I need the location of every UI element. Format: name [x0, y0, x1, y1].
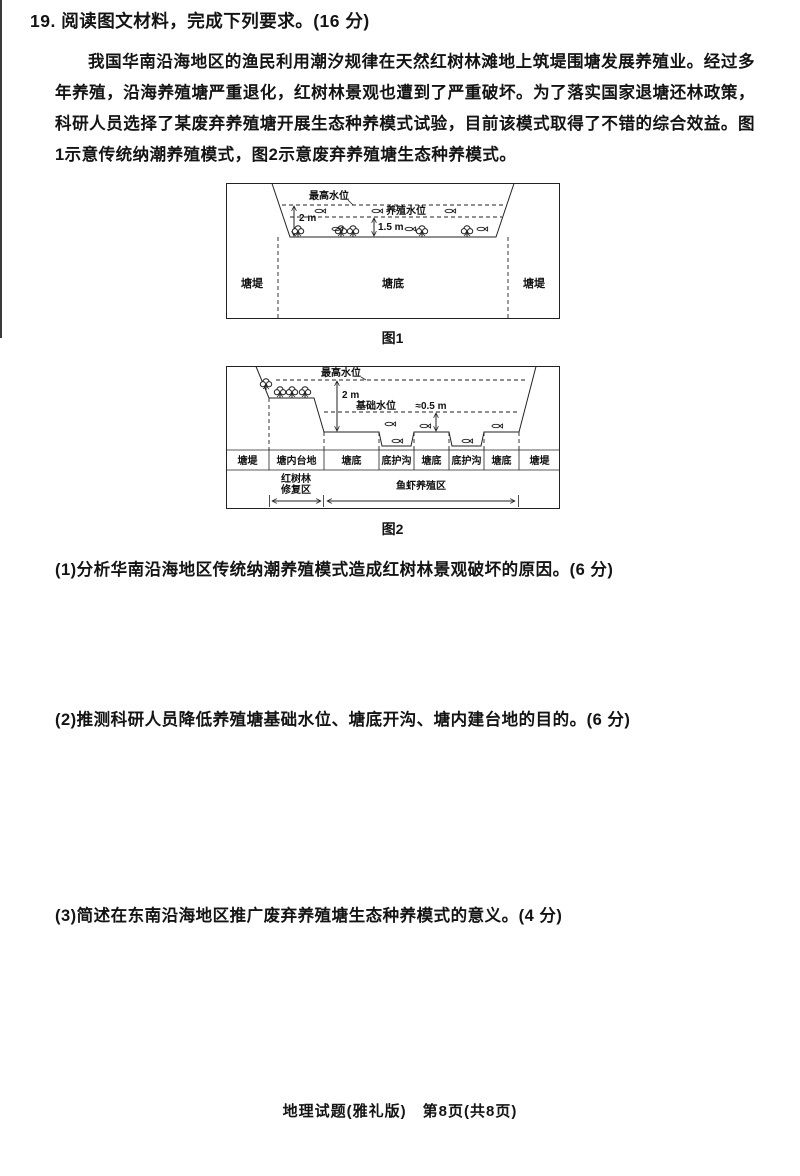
- question-number: 19.: [30, 11, 56, 31]
- figure-1-diagram: 最高水位 养殖水位 2 m 1.5 m 塘堤 塘底 塘堤: [225, 183, 560, 319]
- fig2-base-water-level-label: 基础水位: [355, 399, 396, 412]
- mangrove-tree-icon: [460, 225, 473, 238]
- fig2-mangrove-zone-label-line2: 修复区: [280, 483, 311, 496]
- fig2-frame: [225, 366, 560, 509]
- figure-1-caption: 图1: [381, 330, 404, 346]
- fig2-section-label: 塘堤: [529, 454, 550, 467]
- fig1-max-water-level-label: 最高水位: [309, 189, 349, 202]
- fish-icon: [476, 226, 488, 232]
- mangrove-tree-icon: [273, 386, 286, 399]
- fig2-pond-profile: [255, 366, 536, 447]
- fig2-section-label: 塘堤: [237, 454, 258, 467]
- exam-page: 19. 阅读图文材料，完成下列要求。(16 分) 我国华南沿海地区的渔民利用潮汐…: [30, 8, 755, 925]
- fig2-depth-2m-label: 2 m: [342, 390, 359, 401]
- sub-question-1: (1)分析华南沿海地区传统纳潮养殖模式造成红树林景观破坏的原因。(6 分): [55, 561, 614, 579]
- fig1-pond-profile: [271, 183, 514, 238]
- mangrove-tree-icon: [298, 386, 311, 399]
- fig2-depth-0-5m-label: ≈0.5 m: [415, 401, 446, 412]
- fig2-section-label: 塘底: [341, 454, 361, 467]
- fig2-mangrove-zone-label-line1: 红树林: [281, 472, 312, 485]
- fig1-farm-water-level-label: 养殖水位: [385, 204, 426, 217]
- fig2-section-label: 塘底: [421, 454, 441, 467]
- fig2-fish-shrimp-zone-label: 鱼虾养殖区: [396, 479, 446, 492]
- mangrove-tree-icon: [415, 225, 428, 238]
- page-footer: 地理试题(雅礼版) 第8页(共8页): [282, 1103, 518, 1120]
- sub-question-2: (2)推测科研人员降低养殖塘基础水位、塘底开沟、塘内建台地的目的。(6 分): [55, 711, 631, 729]
- question-heading: 19. 阅读图文材料，完成下列要求。(16 分): [30, 8, 755, 33]
- fish-icon: [444, 208, 456, 214]
- fish-icon: [371, 208, 383, 214]
- fig1-frame: [225, 183, 560, 319]
- fish-icon: [419, 423, 431, 429]
- fish-icon: [384, 421, 396, 427]
- fig2-section-label: 底护沟: [381, 454, 411, 467]
- mangrove-tree-icon: [285, 386, 298, 399]
- fish-icon: [391, 438, 403, 444]
- fish-icon: [314, 208, 326, 214]
- mangrove-tree-icon: [346, 225, 359, 238]
- fig1-max-level-leader: [347, 199, 353, 206]
- fish-icon: [461, 438, 473, 444]
- figure-2-diagram: 最高水位 2 m 基础水位 ≈0.5 m: [225, 366, 560, 509]
- fig1-depth-2m-label: 2 m: [299, 213, 316, 224]
- fig1-pond-bottom-label: 塘底: [382, 276, 404, 290]
- fish-icon: [491, 423, 503, 429]
- fig2-max-level-leader: [360, 376, 366, 381]
- question-title: 阅读图文材料，完成下列要求。(16 分): [61, 11, 370, 31]
- figure-2: 最高水位 2 m 基础水位 ≈0.5 m: [225, 360, 560, 539]
- figure-2-caption: 图2: [381, 521, 404, 537]
- fig2-section-label: 底护沟: [451, 454, 481, 467]
- figure-1: 最高水位 养殖水位 2 m 1.5 m 塘堤 塘底 塘堤 图1: [225, 179, 560, 348]
- fig2-section-label: 塘底: [491, 454, 511, 467]
- question-passage: 我国华南沿海地区的渔民利用潮汐规律在天然红树林滩地上筑堤围塘发展养殖业。经过多年…: [55, 53, 755, 164]
- fig2-max-water-level-label: 最高水位: [321, 366, 361, 379]
- fig1-left-dike-label: 塘堤: [241, 276, 264, 290]
- fig1-depth-1-5m-label: 1.5 m: [378, 222, 404, 233]
- sub-question-3: (3)简述在东南沿海地区推广废弃养殖塘生态种养模式的意义。(4 分): [55, 907, 563, 925]
- scan-artifact-edge: [0, 0, 2, 338]
- fig1-right-dike-label: 塘堤: [523, 276, 546, 290]
- fish-icon: [404, 226, 416, 232]
- fig2-section-label: 塘内台地: [276, 454, 316, 467]
